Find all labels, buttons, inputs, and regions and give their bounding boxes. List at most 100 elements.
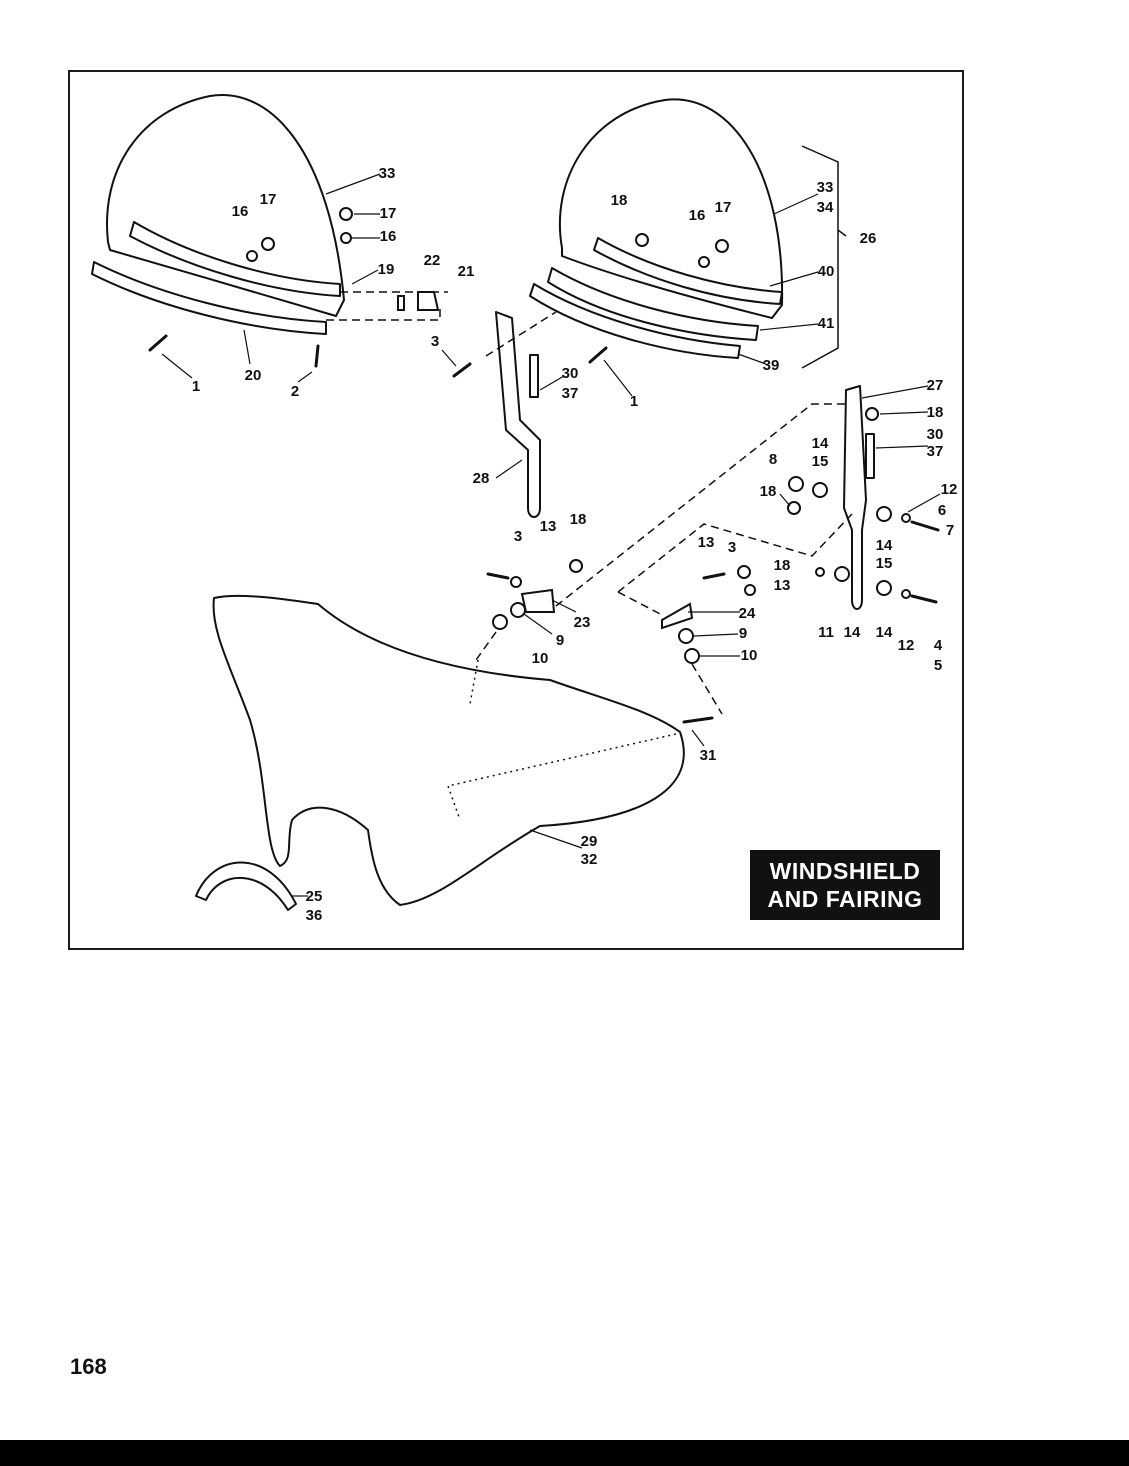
leader-33a: [325, 173, 381, 195]
callout-c-31: 31: [700, 747, 717, 764]
left-bracket-28: [495, 311, 541, 518]
leader-20: [243, 329, 251, 365]
nut-17-right: [715, 239, 729, 253]
callout-c-18a: 18: [611, 192, 628, 209]
callout-c-28: 28: [473, 470, 490, 487]
grommet-10-a: [684, 648, 700, 664]
callout-c-41: 41: [818, 315, 835, 332]
callout-c-1b: 1: [630, 393, 638, 410]
bracket-23: [520, 588, 556, 613]
screw-3-c: [702, 572, 726, 580]
nut-18-right: [635, 233, 649, 247]
washer-14-15-a: [812, 482, 828, 498]
washer-13-c: [744, 584, 756, 596]
leader-30a: [539, 375, 565, 391]
clip-21: [417, 291, 440, 311]
left-windshield: [106, 94, 345, 317]
callout-c-14c: 14: [844, 624, 861, 641]
leader-31: [691, 729, 705, 747]
screw-3-b: [486, 572, 510, 580]
callout-c-40: 40: [818, 263, 835, 280]
nut-18-b: [787, 501, 801, 515]
fairing-29: [212, 594, 685, 906]
leader-39: [737, 353, 767, 365]
title-line-2: AND FAIRING: [767, 886, 923, 912]
callout-c-5: 5: [934, 657, 942, 674]
callout-c-30b: 30: [927, 426, 944, 443]
bracket-24: [661, 602, 694, 630]
callout-c-6: 6: [938, 502, 946, 519]
callout-c-16c: 16: [689, 207, 706, 224]
leader-1b: [603, 359, 633, 397]
assembly-line-b: [485, 311, 557, 357]
callout-c-17c: 17: [715, 199, 732, 216]
callout-c-37b: 37: [927, 443, 944, 460]
right-windshield: [558, 98, 784, 319]
callout-c-14b: 14: [876, 537, 893, 554]
callout-c-34: 34: [817, 199, 834, 216]
spacer-8: [788, 476, 804, 492]
callout-c-18b: 18: [927, 404, 944, 421]
callout-c-19: 19: [378, 261, 395, 278]
right-bracket-27: [843, 385, 867, 610]
callout-c-2: 2: [291, 383, 299, 400]
callout-c-14a: 14: [812, 435, 829, 452]
leader-28: [495, 459, 523, 479]
leader-23: [551, 599, 577, 613]
screw-2: [314, 344, 320, 368]
leader-2: [297, 371, 313, 383]
callout-c-16a: 16: [232, 203, 249, 220]
assembly-line-d: [617, 513, 853, 593]
callout-c-21: 21: [458, 263, 475, 280]
right-upper-trim-strip-40: [593, 237, 783, 305]
callout-c-39: 39: [763, 357, 780, 374]
leader-18b: [879, 411, 929, 415]
screw-1-left: [148, 334, 168, 352]
callout-c-27: 27: [927, 377, 944, 394]
callout-c-12a: 12: [941, 481, 958, 498]
left-lower-trim-strip-20: [91, 261, 327, 335]
callout-c-10a: 10: [741, 647, 758, 664]
callout-c-22: 22: [424, 252, 441, 269]
assembly-line-e: [617, 591, 723, 715]
callout-c-16b: 16: [380, 228, 397, 245]
callout-c-10b: 10: [532, 650, 549, 667]
callout-c-3b: 3: [514, 528, 522, 545]
leader-33b: [773, 193, 819, 215]
callout-c-11: 11: [818, 624, 834, 641]
leader-30b: [875, 445, 929, 449]
bottom-bar: [0, 1440, 1129, 1466]
callout-c-9a: 9: [739, 625, 747, 642]
leader-19: [351, 269, 379, 285]
right-lower-trim-39: [529, 283, 741, 359]
callout-c-23: 23: [574, 614, 591, 631]
leader-9a: [693, 633, 739, 637]
strip-30-37-right: [865, 433, 875, 479]
nut-18-bracket: [865, 407, 879, 421]
assembly-line-f: [475, 631, 497, 661]
callout-c-12b: 12: [898, 637, 915, 654]
callout-c-13b: 13: [698, 534, 715, 551]
leader-40: [769, 271, 819, 287]
leader-41: [759, 323, 819, 331]
ring-25: [195, 861, 297, 911]
assembly-line-a: [326, 291, 448, 321]
bracket-26: [801, 145, 847, 369]
callout-c-3a: 3: [431, 333, 439, 350]
callout-c-37a: 37: [562, 385, 579, 402]
washer-12-b: [901, 589, 911, 599]
leader-9b: [523, 613, 553, 635]
callout-c-18c: 18: [760, 483, 777, 500]
callout-c-15b: 15: [876, 555, 893, 572]
leader-1a: [161, 353, 193, 379]
callout-c-14d: 14: [876, 624, 893, 641]
clip-22: [397, 295, 405, 311]
washer-14-d: [876, 580, 892, 596]
washer-14-c: [834, 566, 850, 582]
grommet-10-b: [492, 614, 508, 630]
washer-16-left-b: [340, 232, 352, 244]
callout-c-9b: 9: [556, 632, 564, 649]
bolt-31: [682, 716, 714, 724]
callout-c-3c: 3: [728, 539, 736, 556]
